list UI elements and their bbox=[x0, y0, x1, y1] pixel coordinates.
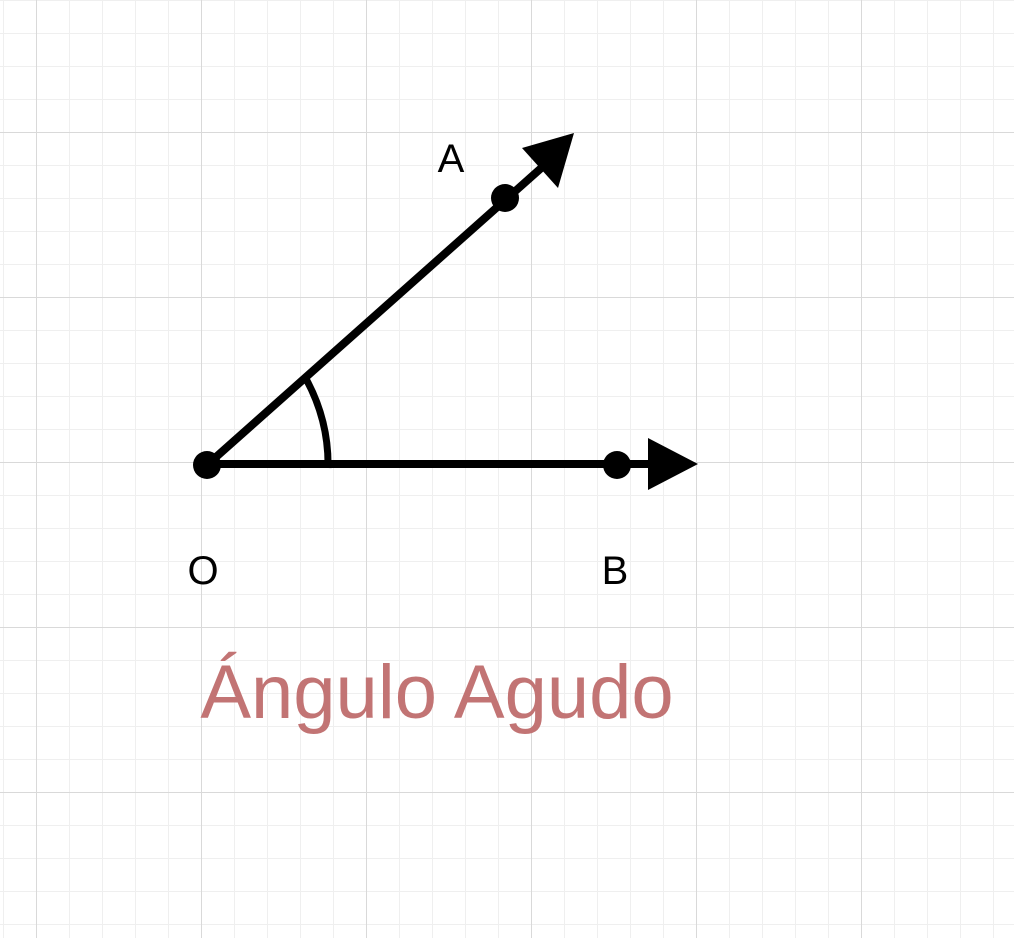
point-o bbox=[193, 451, 221, 479]
label-a: A bbox=[438, 137, 465, 181]
diagram-title: Ángulo Agudo bbox=[200, 650, 673, 735]
angle-arc bbox=[301, 375, 332, 469]
point-b bbox=[603, 451, 631, 479]
ray-ob-arrowhead bbox=[648, 438, 698, 490]
ray-oa-arrowhead bbox=[522, 133, 574, 188]
label-b: B bbox=[602, 549, 629, 593]
label-o: O bbox=[187, 549, 218, 593]
point-a bbox=[491, 184, 519, 212]
ray-oa bbox=[203, 158, 552, 469]
